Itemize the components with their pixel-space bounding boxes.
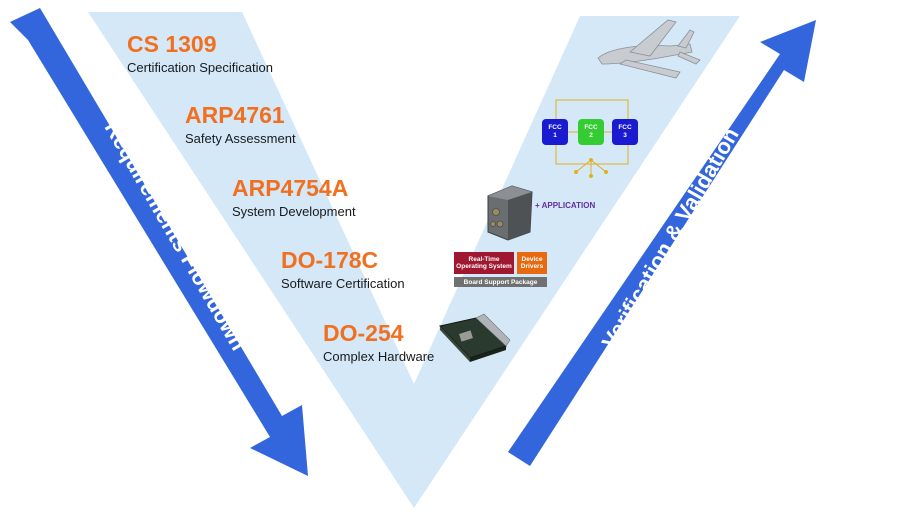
standard-do254: DO-254 Complex Hardware bbox=[323, 321, 434, 365]
standard-desc: Software Certification bbox=[281, 276, 405, 291]
bsp-label: Board Support Package bbox=[463, 278, 538, 286]
fcc-1-name: FCC bbox=[548, 124, 562, 131]
standard-do178c: DO-178C Software Certification bbox=[281, 248, 405, 292]
standard-code: CS 1309 bbox=[127, 31, 217, 57]
rtos-box: Real-Time Operating System bbox=[454, 252, 514, 274]
fcc-2-box: FCC 2 bbox=[578, 119, 604, 145]
fcc-1-box: FCC 1 bbox=[542, 119, 568, 145]
bsp-box: Board Support Package bbox=[454, 277, 547, 287]
standard-arp4761: ARP4761 Safety Assessment bbox=[185, 103, 296, 147]
standard-cs1309: CS 1309 Certification Specification bbox=[127, 32, 273, 76]
standard-desc: Certification Specification bbox=[127, 60, 273, 75]
fcc-3-num: 3 bbox=[623, 132, 627, 139]
fcc-3-name: FCC bbox=[618, 124, 632, 131]
standard-code: DO-254 bbox=[323, 320, 404, 346]
standard-code: DO-178C bbox=[281, 247, 379, 273]
standard-arp4754a: ARP4754A System Development bbox=[232, 176, 356, 220]
device-drivers-label: Device Drivers bbox=[520, 256, 544, 270]
requirements-flowdown-arrow bbox=[10, 8, 308, 476]
standard-desc: System Development bbox=[232, 204, 356, 219]
fcc-2-num: 2 bbox=[589, 132, 593, 139]
rtos-label: Real-Time Operating System bbox=[456, 256, 512, 270]
standard-desc: Safety Assessment bbox=[185, 131, 296, 146]
fcc-3-box: FCC 3 bbox=[612, 119, 638, 145]
fcc-1-num: 1 bbox=[553, 132, 557, 139]
standard-code: ARP4761 bbox=[185, 102, 285, 128]
standard-desc: Complex Hardware bbox=[323, 349, 435, 364]
application-label: + APPLICATION bbox=[535, 201, 596, 210]
verification-validation-arrow bbox=[508, 20, 816, 466]
standard-code: ARP4754A bbox=[232, 175, 349, 201]
device-drivers-box: Device Drivers bbox=[517, 252, 547, 274]
fcc-2-name: FCC bbox=[584, 124, 598, 131]
